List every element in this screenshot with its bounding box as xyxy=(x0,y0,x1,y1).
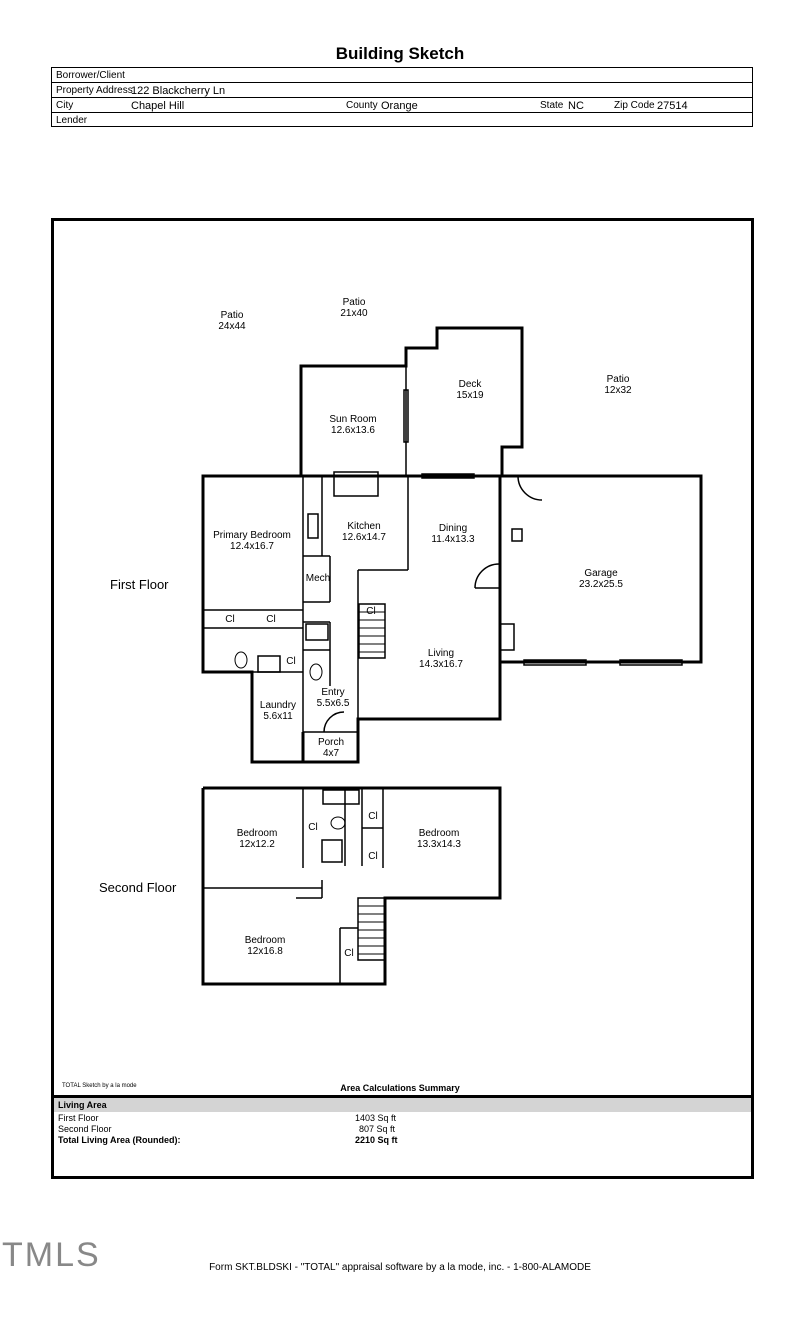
zip-value: 27514 xyxy=(657,100,688,112)
lender-label: Lender xyxy=(56,115,88,126)
first-floor-label: First Floor xyxy=(110,577,169,592)
county-label: County xyxy=(346,100,378,111)
page-title: Building Sketch xyxy=(335,44,465,63)
garage-step xyxy=(499,623,515,651)
city-value: Chapel Hill xyxy=(131,100,185,112)
stair-treads-2 xyxy=(358,905,385,955)
summary-title: Area Calculations Summary xyxy=(340,1083,460,1093)
sink-3 xyxy=(321,839,343,863)
sink-2 xyxy=(257,655,281,673)
garage-door-1 xyxy=(523,659,587,666)
tub xyxy=(322,789,360,805)
closet-label-7: Cl xyxy=(368,851,378,862)
closet-label-3: Cl xyxy=(286,656,296,667)
summary-header-bar xyxy=(54,1098,751,1112)
first-floor-area-value: 1403 Sq ft xyxy=(355,1113,397,1123)
dining-door-arc xyxy=(474,563,500,589)
toilet-2 xyxy=(309,663,323,681)
stairs-1 xyxy=(358,603,386,659)
summary-divider xyxy=(54,1095,751,1098)
closet-label-1: Cl xyxy=(225,614,235,625)
garage-door-arc xyxy=(517,475,543,501)
address-label: Property Address xyxy=(56,85,133,96)
sunroom-deck-outline xyxy=(299,326,524,476)
county-value: Orange xyxy=(381,100,418,112)
address-value: 122 Blackcherry Ln xyxy=(131,85,226,97)
toilet-3 xyxy=(330,816,346,830)
garage-box xyxy=(511,528,523,542)
borrower-row: Borrower/Client xyxy=(52,68,752,83)
second-floor-label: Second Floor xyxy=(99,880,177,895)
slider-door xyxy=(421,473,475,479)
city-label: City xyxy=(56,100,74,111)
stair-treads-1 xyxy=(359,611,385,653)
range xyxy=(307,513,319,539)
sink-counter xyxy=(333,471,379,497)
total-area-value: 2210 Sq ft xyxy=(355,1135,398,1145)
closet-label-6: Cl xyxy=(368,811,378,822)
garage-outline xyxy=(500,474,703,664)
stairs-2 xyxy=(357,897,386,961)
sink-1 xyxy=(305,623,329,641)
closet-label-4: Cl xyxy=(366,606,376,617)
entry-door-arc xyxy=(323,711,345,733)
mech-label: Mech xyxy=(305,573,331,584)
state-value: NC xyxy=(568,100,584,112)
total-area-label: Total Living Area (Rounded): xyxy=(58,1135,181,1145)
first-floor-area-label: First Floor xyxy=(58,1113,99,1123)
main-outline xyxy=(201,474,502,764)
zip-label: Zip Code xyxy=(614,100,655,111)
living-area-heading: Living Area xyxy=(58,1100,107,1110)
city-row: City Chapel Hill County Orange State NC … xyxy=(52,98,752,113)
second-floor-area-value: 807 Sq ft xyxy=(359,1124,396,1134)
second-floor-area-label: Second Floor xyxy=(58,1124,112,1134)
closet-label-8: Cl xyxy=(344,948,354,959)
tmls-watermark: TMLS xyxy=(2,1236,101,1274)
sketch-credit: TOTAL Sketch by a la mode xyxy=(62,1083,137,1089)
second-floor-interior xyxy=(203,788,386,984)
address-row: Property Address 122 Blackcherry Ln xyxy=(52,83,752,98)
closet-label-5: Cl xyxy=(308,822,318,833)
toilets xyxy=(234,651,346,830)
porch-outline xyxy=(301,732,358,764)
borrower-label: Borrower/Client xyxy=(56,70,125,81)
garage-door-2 xyxy=(619,659,683,666)
toilet-1 xyxy=(234,651,248,669)
lender-row: Lender xyxy=(52,113,752,128)
footer-text: Form SKT.BLDSKI - "TOTAL" appraisal soft… xyxy=(209,1262,591,1273)
first-floor-interior xyxy=(203,366,683,733)
header-table: Borrower/Client Property Address 122 Bla… xyxy=(51,67,753,127)
state-label: State xyxy=(540,100,564,111)
sketch-frame xyxy=(51,218,754,1179)
deck-slider xyxy=(403,389,409,443)
closet-label-2: Cl xyxy=(266,614,276,625)
